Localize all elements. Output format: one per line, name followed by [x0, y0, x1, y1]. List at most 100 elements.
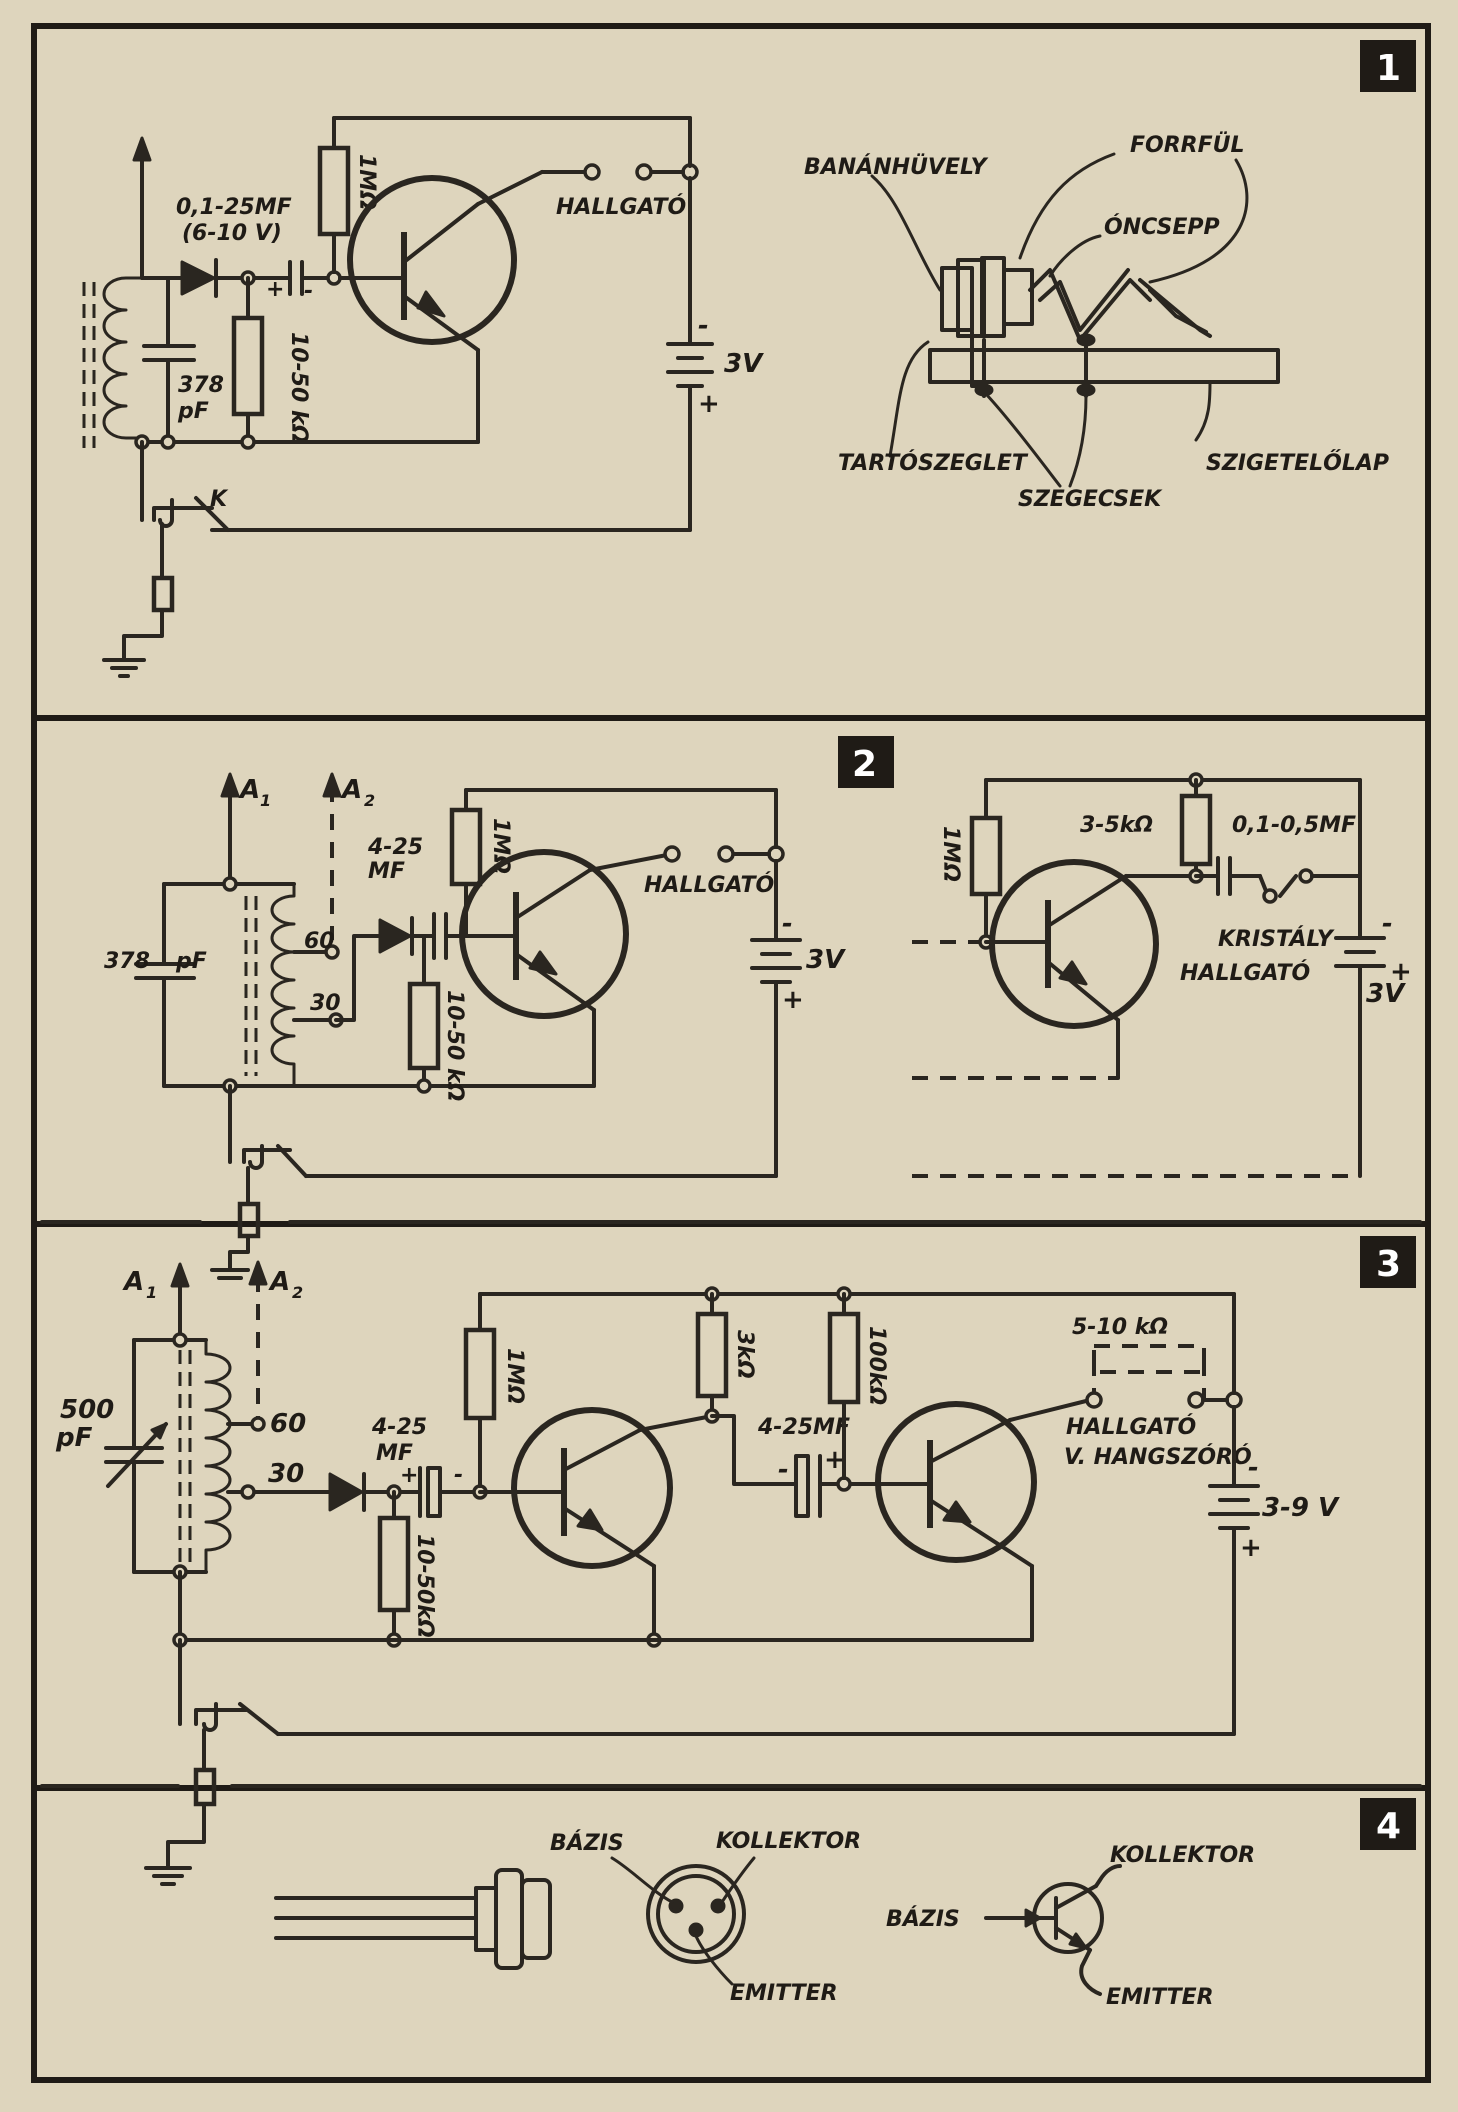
battery-label: 3-9 V [1262, 1493, 1340, 1523]
base-label: BÁZIS [550, 1830, 624, 1856]
svg-text:+: + [400, 1463, 418, 1488]
svg-text:A: A [268, 1267, 290, 1297]
load-resistor-1 [695, 1311, 729, 1399]
earphone-jack [717, 845, 735, 863]
panel-4-badge [1360, 1798, 1416, 1850]
panel-1-badge-text: 1 [1376, 48, 1401, 89]
panel-1-badge [1360, 40, 1416, 92]
bias-resistor [407, 981, 441, 1071]
symbol-collector-label: KOLLEKTOR [1110, 1843, 1255, 1868]
coupling-capacitor-unit: MF [368, 859, 405, 884]
ground-plug [151, 575, 175, 613]
solder-drop-label: ÓNCSEPP [1104, 214, 1220, 240]
panel-4-badge-text: 4 [1376, 1806, 1401, 1847]
coupling-capacitor-value: 4-25 [367, 835, 423, 860]
svg-text:60: 60 [304, 929, 335, 954]
emitter-arrow-icon [576, 1508, 604, 1532]
crystal-label-1: KRISTÁLY [1218, 926, 1335, 952]
panel-2: 2 A 1 A 2 378 pF 60 30 [40, 736, 1422, 1239]
svg-text:A: A [238, 775, 260, 805]
transistor-bottom-view: BÁZIS KOLLEKTOR EMITTER [550, 1829, 861, 2006]
antenna-a2-icon [322, 772, 342, 798]
collector-resistor-1 [463, 1327, 497, 1421]
optional-resistor-label: 5-10 kΩ [1072, 1315, 1168, 1340]
banana-socket-drawing: BANÁNHÜVELY FORRFÜL ÓNCSEPP TARTÓSZEGLET… [804, 132, 1389, 512]
symbol-base-label: BÁZIS [886, 1906, 960, 1932]
svg-text:2: 2 [364, 791, 375, 810]
emitter-arrow-icon [416, 290, 446, 318]
bias-resistor-2-label: 100kΩ [864, 1326, 889, 1405]
tuning-capacitor-unit: pF [177, 399, 209, 424]
switch [228, 1148, 292, 1164]
svg-text:-: - [698, 311, 709, 341]
transistor-1 [459, 849, 629, 1019]
svg-text:-: - [778, 1455, 789, 1485]
svg-text:1: 1 [146, 1283, 157, 1302]
switch [178, 1708, 248, 1726]
interstage-capacitor-label: 4-25MF [757, 1415, 850, 1440]
antenna-a1-icon [170, 1262, 190, 1288]
svg-text:1: 1 [260, 791, 271, 810]
earphone-label: HALLGATÓ [644, 872, 774, 898]
svg-text:+: + [1390, 957, 1412, 987]
tuning-coil [270, 882, 296, 1088]
svg-text:+: + [266, 277, 284, 302]
variable-capacitor-value: 500 [60, 1395, 114, 1425]
coupling-capacitor-unit: MF [376, 1441, 413, 1466]
bias-resistor-2 [827, 1311, 861, 1405]
tuning-coil [102, 276, 144, 440]
earphone-jack [583, 163, 601, 181]
emitter-arrow-icon [1058, 960, 1088, 986]
diode-icon [378, 918, 412, 954]
tuning-capacitor-value: 378 [178, 373, 224, 398]
earphone-label: HALLGATÓ [556, 194, 686, 220]
earphone-jack [1085, 1391, 1103, 1409]
coupling-capacitor-voltage: (6-10 V) [182, 221, 282, 246]
banana-socket-label: BANÁNHÜVELY [804, 154, 989, 180]
optional-resistor [1092, 1344, 1206, 1374]
bias-resistor-label: 10-50kΩ [412, 1534, 437, 1638]
earphone-jack [635, 163, 653, 181]
tuning-coil [204, 1338, 232, 1574]
svg-text:+: + [782, 985, 804, 1015]
load-resistor-label: 3-5kΩ [1080, 813, 1153, 838]
base-arrow-icon [1024, 1908, 1042, 1928]
load-resistor-1-label: 3kΩ [732, 1330, 757, 1379]
svg-text:+: + [698, 389, 720, 419]
svg-text:-: - [1248, 1453, 1259, 1483]
bias-resistor [231, 315, 265, 417]
variable-capacitor-unit: pF [55, 1423, 93, 1453]
symbol-emitter-label: EMITTER [1106, 1985, 1214, 2010]
bias-resistor-label: 10-50 kΩ [442, 990, 467, 1101]
transistor-symbol: BÁZIS KOLLEKTOR EMITTER [886, 1843, 1255, 2010]
diode-icon [328, 1472, 364, 1512]
ground-plug [237, 1201, 261, 1239]
panel-3-badge [1360, 1236, 1416, 1288]
insulating-board [928, 348, 1280, 384]
coupling-capacitor-value: 4-25 [371, 1415, 427, 1440]
tank-capacitor-unit: pF [175, 949, 207, 974]
antenna-arrow-icon [132, 136, 152, 162]
svg-text:-: - [454, 1463, 463, 1488]
panel-4: 4 BÁZIS KOLLEKTOR EMITTER [144, 1798, 1416, 2010]
base-resistor-label: 1MΩ [938, 826, 963, 882]
solder-lug-label: FORRFÜL [1130, 132, 1245, 158]
base-resistor [969, 815, 1003, 897]
emitter-arrow-icon [528, 950, 558, 976]
diode-icon [180, 260, 216, 296]
alt-battery-label: 3V [1366, 979, 1406, 1009]
crystal-earphone-variant: 1MΩ 3-5kΩ 0,1-0,5MF [912, 772, 1412, 1178]
earphone-jack [663, 845, 681, 863]
solder-lug [1028, 268, 1152, 342]
svg-text:+: + [824, 1445, 846, 1475]
panel-2-badge [838, 736, 894, 788]
switch-label: K [210, 487, 229, 512]
emitter-arrow-icon [1068, 1932, 1088, 1950]
bias-resistor-label: 10-50 kΩ [286, 332, 311, 443]
switch-k [140, 506, 214, 522]
crystal-label-2: HALLGATÓ [1180, 960, 1310, 986]
transistor-side-view [274, 1868, 552, 1970]
coupling-capacitor-label: 0,1-25MF [176, 195, 292, 220]
